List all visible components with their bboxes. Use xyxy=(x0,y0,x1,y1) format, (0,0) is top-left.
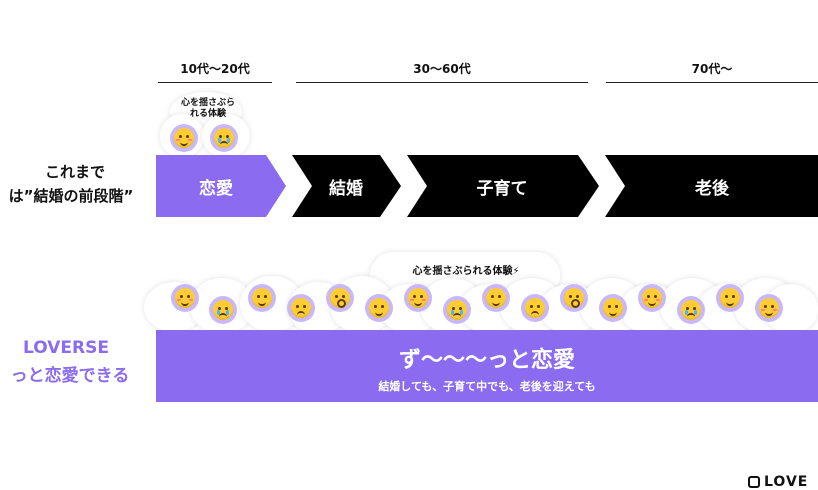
age-label-10-20: 10代〜20代 xyxy=(180,62,250,76)
small-bubble-text-line1: 心を揺さぶら xyxy=(180,98,235,108)
loverse-label-line2: っと恋愛できる xyxy=(10,366,130,386)
banner-subtitle: 結婚しても、子育て中でも、老後を迎えても xyxy=(378,380,596,393)
age-line-30-60 xyxy=(296,82,588,83)
smiling-hearts-face-icon xyxy=(404,284,432,312)
experience-bubble-small: 心を揺さぶら れる体験 xyxy=(160,92,256,164)
smiling-face-icon xyxy=(482,284,510,312)
grinning-face-icon xyxy=(599,294,627,322)
age-line-10-20 xyxy=(158,82,272,83)
banner-title: ず〜〜〜っと恋愛 xyxy=(398,348,575,373)
current-label-line2: は”結婚の前段階” xyxy=(8,187,134,205)
grinning-face-icon xyxy=(365,294,393,322)
surprised-face-icon xyxy=(560,284,588,312)
stage-love-label: 恋愛 xyxy=(199,178,233,199)
loverse-logo: LOVE xyxy=(748,474,808,490)
stage-parenting-shape xyxy=(407,155,599,217)
confused-face-icon xyxy=(287,294,315,322)
current-label: これまで は”結婚の前段階” xyxy=(0,160,150,208)
smiling-hearts-face-icon xyxy=(755,294,783,322)
logo-text: LOVE xyxy=(764,474,809,490)
smiling-face-icon xyxy=(248,284,276,312)
continuous-love-banner: ず〜〜〜っと恋愛 結婚しても、子育て中でも、老後を迎えても xyxy=(156,330,818,402)
smiling-hearts-face-icon xyxy=(170,124,198,152)
current-label-line1: これまで xyxy=(44,163,105,181)
crying-face-icon xyxy=(209,296,237,324)
confused-face-icon xyxy=(521,294,549,322)
logo-mark-icon xyxy=(748,476,760,488)
loverse-label: LOVERSE っと恋愛できる xyxy=(0,334,150,390)
smiling-hearts-face-icon xyxy=(638,284,666,312)
small-bubble-text-line2: れる体験 xyxy=(189,109,226,119)
smiling-face-icon xyxy=(716,284,744,312)
cloud-bubble-text: 心を揺さぶられる体験⚡ xyxy=(412,266,520,277)
age-line-70 xyxy=(606,82,818,83)
stage-parenting-label: 子育て xyxy=(476,178,528,199)
stage-love-shape xyxy=(156,155,286,217)
age-label-30-60: 30〜60代 xyxy=(413,62,471,76)
smiling-hearts-face-icon xyxy=(171,284,199,312)
age-label-70: 70代〜 xyxy=(691,62,733,76)
crying-face-icon xyxy=(677,296,705,324)
loverse-label-line1: LOVERSE xyxy=(23,338,109,358)
stage-marriage-label: 結婚 xyxy=(329,178,363,199)
stage-chevrons xyxy=(156,155,818,217)
stage-elderly-shape xyxy=(605,155,818,217)
stage-marriage-shape xyxy=(292,155,401,217)
stage-elderly-label: 老後 xyxy=(695,178,729,199)
crying-face-icon xyxy=(443,296,471,324)
experience-cloud: 心を揺さぶられる体験⚡ xyxy=(140,248,818,338)
surprised-face-icon xyxy=(326,284,354,312)
crying-face-icon xyxy=(210,124,238,152)
